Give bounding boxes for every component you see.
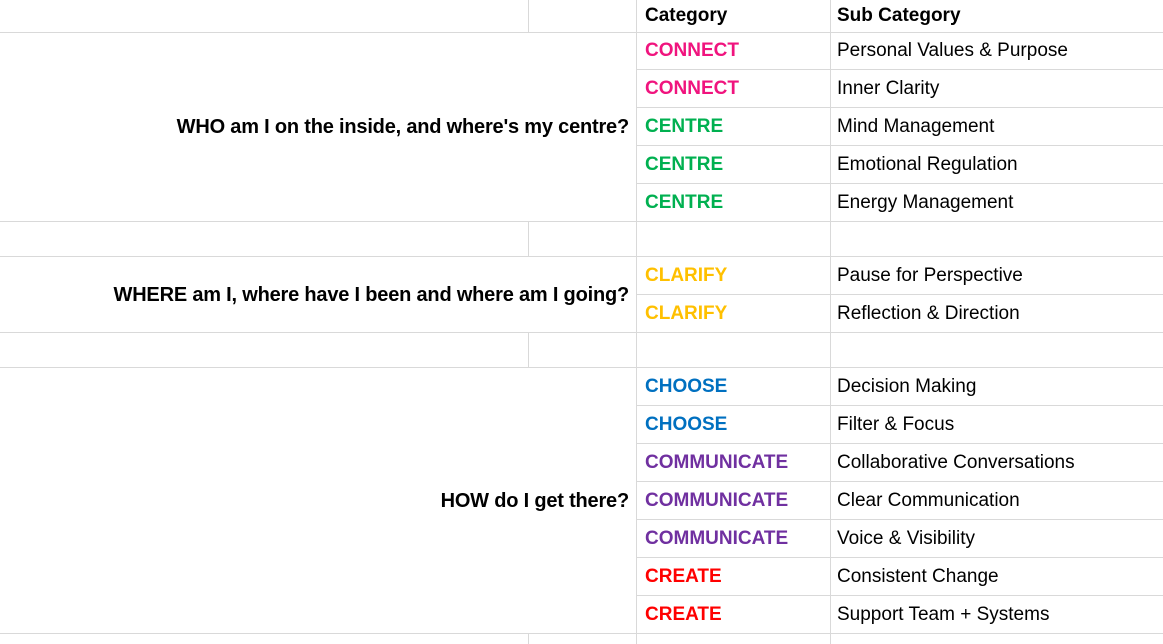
category-cell[interactable]: CONNECT <box>645 77 739 99</box>
table-row: CREATE Support Team + Systems <box>636 596 1163 634</box>
subcategory-cell[interactable]: Decision Making <box>837 375 977 397</box>
question-cell-how[interactable]: HOW do I get there? <box>440 489 630 512</box>
separator-row[interactable] <box>636 222 1163 257</box>
gridline-column-stub-separator2 <box>528 332 529 368</box>
header-row: Category Sub Category <box>636 0 1163 33</box>
separator-row[interactable] <box>636 333 1163 368</box>
table-row: CLARIFY Pause for Perspective <box>636 257 1163 295</box>
category-cell[interactable]: CREATE <box>645 603 722 625</box>
category-cell[interactable]: CONNECT <box>645 40 739 61</box>
subcategory-cell[interactable]: Clear Communication <box>837 489 1020 511</box>
empty-subcategory-cell[interactable] <box>830 222 1163 256</box>
table-row: COMMUNICATE Collaborative Conversations <box>636 444 1163 482</box>
subcategory-cell[interactable]: Reflection & Direction <box>837 302 1020 324</box>
gridline-vertical-category-left <box>636 0 637 644</box>
subcategory-cell[interactable]: Pause for Perspective <box>837 264 1023 286</box>
subcategory-cell[interactable]: Mind Management <box>837 115 995 137</box>
column-header-subcategory[interactable]: Sub Category <box>837 5 961 26</box>
category-cell[interactable]: CLARIFY <box>645 302 728 324</box>
table-row: CONNECT Personal Values & Purpose <box>636 33 1163 70</box>
gridline-column-stub-top <box>528 0 529 33</box>
subcategory-cell[interactable]: Voice & Visibility <box>837 527 975 549</box>
category-cell[interactable]: CENTRE <box>645 191 724 213</box>
gridline-horizontal-separator1-top <box>0 221 636 222</box>
category-cell[interactable]: CHOOSE <box>645 413 728 435</box>
subcategory-cell[interactable]: Emotional Regulation <box>837 153 1018 175</box>
empty-category-cell[interactable] <box>636 333 830 367</box>
table-row: CONNECT Inner Clarity <box>636 70 1163 108</box>
table-row: CENTRE Energy Management <box>636 184 1163 222</box>
table-row: CHOOSE Filter & Focus <box>636 406 1163 444</box>
gridline-column-stub-bottom <box>528 633 529 644</box>
gridline-horizontal-separator2-top <box>0 332 636 333</box>
table-row: CHOOSE Decision Making <box>636 368 1163 406</box>
category-table: Category Sub Category CONNECT Personal V… <box>636 0 1163 644</box>
subcategory-cell[interactable]: Support Team + Systems <box>837 603 1050 625</box>
gridline-column-stub-separator1 <box>528 221 529 257</box>
empty-subcategory-cell[interactable] <box>830 333 1163 367</box>
question-cell-where[interactable]: WHERE am I, where have I been and where … <box>113 283 630 306</box>
gridline-vertical-subcategory-left <box>830 0 831 644</box>
table-row: COMMUNICATE Voice & Visibility <box>636 520 1163 558</box>
empty-category-cell[interactable] <box>636 634 830 644</box>
question-cell-who[interactable]: WHO am I on the inside, and where's my c… <box>176 116 630 138</box>
subcategory-cell[interactable]: Energy Management <box>837 191 1014 213</box>
table-row: CENTRE Mind Management <box>636 108 1163 146</box>
subcategory-cell[interactable]: Inner Clarity <box>837 77 940 99</box>
subcategory-cell[interactable]: Personal Values & Purpose <box>837 40 1068 61</box>
category-cell[interactable]: CHOOSE <box>645 375 728 397</box>
empty-subcategory-cell[interactable] <box>830 634 1163 644</box>
category-cell[interactable]: CENTRE <box>645 115 724 137</box>
gridline-horizontal-separator2-bottom <box>0 367 636 368</box>
table-row: CREATE Consistent Change <box>636 558 1163 596</box>
category-cell[interactable]: CREATE <box>645 565 722 587</box>
table-row: CENTRE Emotional Regulation <box>636 146 1163 184</box>
category-cell[interactable]: CENTRE <box>645 153 724 175</box>
category-cell[interactable]: COMMUNICATE <box>645 527 789 549</box>
column-header-category[interactable]: Category <box>645 5 728 26</box>
category-cell[interactable]: COMMUNICATE <box>645 451 789 473</box>
table-row: CLARIFY Reflection & Direction <box>636 295 1163 333</box>
category-cell[interactable]: COMMUNICATE <box>645 489 789 511</box>
gridline-horizontal-separator1-bottom <box>0 256 636 257</box>
empty-category-cell[interactable] <box>636 222 830 256</box>
table-row: COMMUNICATE Clear Communication <box>636 482 1163 520</box>
partial-bottom-row[interactable] <box>636 634 1163 644</box>
gridline-horizontal-header-bottom <box>0 32 636 33</box>
subcategory-cell[interactable]: Consistent Change <box>837 565 999 587</box>
category-cell[interactable]: CLARIFY <box>645 264 728 286</box>
subcategory-cell[interactable]: Collaborative Conversations <box>837 451 1075 473</box>
subcategory-cell[interactable]: Filter & Focus <box>837 413 955 435</box>
gridline-horizontal-bottom <box>0 633 636 634</box>
